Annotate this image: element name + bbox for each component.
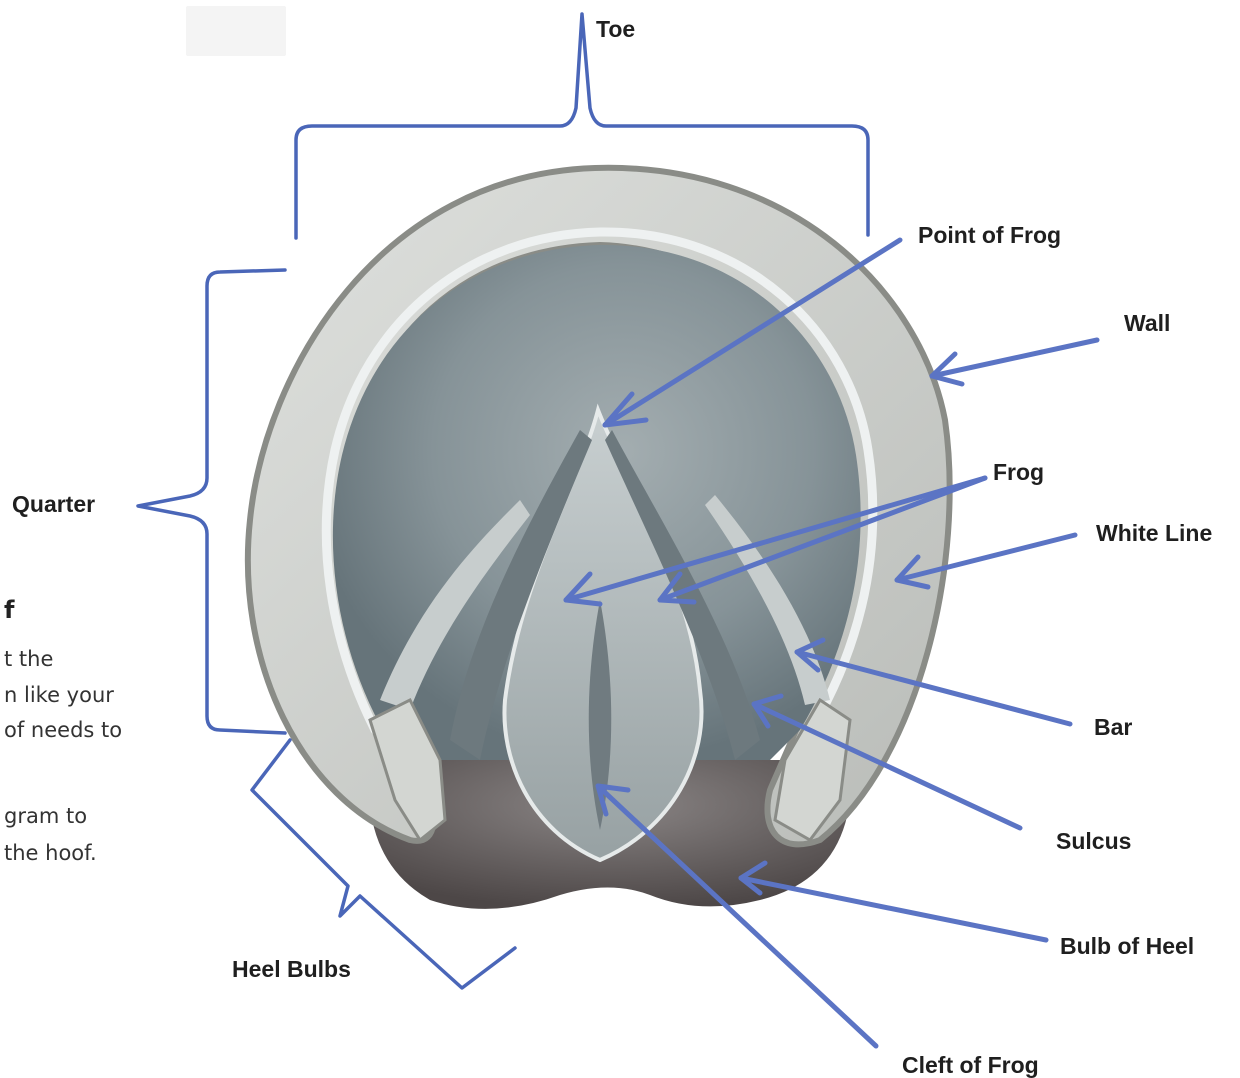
label-toe: Toe — [596, 18, 635, 41]
side-text-line-3: of needs to — [4, 720, 122, 741]
label-cleft-of-frog: Cleft of Frog — [902, 1054, 1039, 1077]
side-text-line-1: t the — [4, 649, 53, 670]
wall-arrow — [932, 340, 1097, 384]
side-text-line-6: the hoof. — [4, 843, 97, 864]
label-white-line: White Line — [1096, 522, 1212, 545]
side-text-line-5: gram to — [4, 806, 87, 827]
label-heel-bulbs: Heel Bulbs — [232, 958, 351, 981]
side-text-line-2: n like your — [4, 685, 114, 706]
side-heading-fragment: f — [4, 598, 14, 622]
label-bulb-of-heel: Bulb of Heel — [1060, 935, 1194, 958]
label-point-of-frog: Point of Frog — [918, 224, 1061, 247]
label-frog: Frog — [993, 461, 1044, 484]
label-sulcus: Sulcus — [1056, 830, 1131, 853]
label-wall: Wall — [1124, 312, 1170, 335]
label-bar: Bar — [1094, 716, 1132, 739]
label-quarter: Quarter — [12, 493, 95, 516]
